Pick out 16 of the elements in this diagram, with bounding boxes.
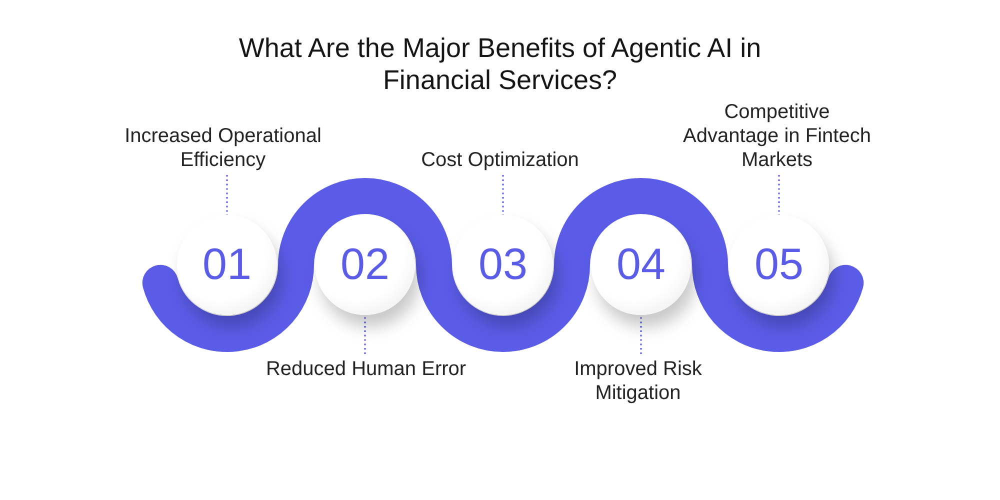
benefit-label: Increased Operational Efficiency	[124, 124, 322, 172]
step-number: 05	[754, 243, 804, 287]
benefit-label: Competitive Advantage in Fintech Markets	[682, 100, 872, 172]
leader-line	[364, 315, 366, 354]
benefit-label: Improved Risk Mitigation	[573, 357, 703, 405]
title: What Are the Major Benefits of Agentic AI in Financial Services?	[238, 32, 762, 96]
benefit-label: Cost Optimization	[420, 148, 580, 172]
leader-line	[778, 175, 780, 215]
leader-line	[502, 175, 504, 215]
step-number: 03	[478, 243, 528, 287]
step-number: 02	[340, 243, 390, 287]
step-number: 04	[616, 243, 666, 287]
step-number: 01	[202, 243, 252, 287]
leader-line	[640, 315, 642, 354]
benefit-label: Reduced Human Error	[264, 357, 468, 381]
leader-line	[226, 175, 228, 215]
